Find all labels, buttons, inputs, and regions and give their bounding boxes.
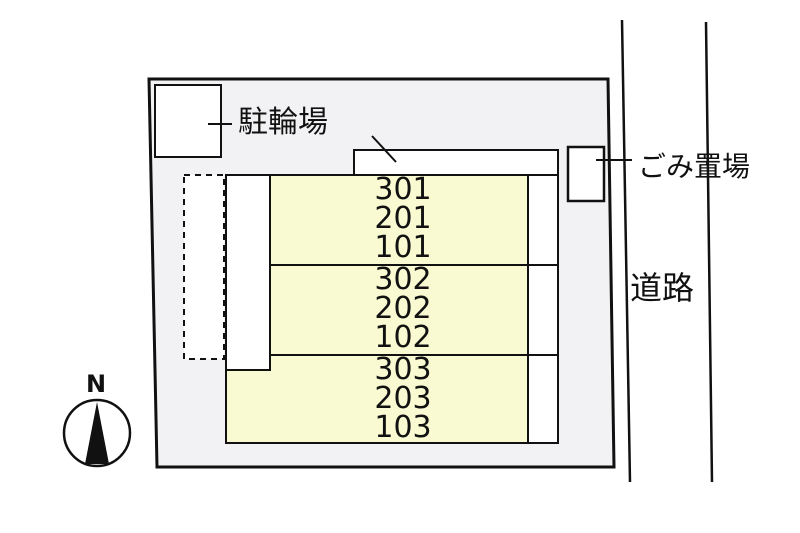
bicycle-parking-area (154, 84, 222, 158)
side-walkway (225, 174, 271, 371)
garbage-area-label: ごみ置場 (638, 150, 751, 183)
north-arrow-icon (85, 402, 109, 464)
building-units (225, 174, 529, 444)
unit-number: 101 (374, 230, 432, 265)
unit-number: 301 (374, 172, 432, 207)
bicycle-parking-label: 駐輪場 (238, 105, 328, 140)
unit-number: 303 (374, 352, 432, 387)
unit-number: 203 (374, 381, 432, 416)
unit-number: 102 (374, 320, 432, 355)
top-strip-leader (371, 135, 397, 163)
unit-number: 302 (374, 262, 432, 297)
top-strip (353, 149, 559, 176)
unit-number: 202 (374, 291, 432, 326)
dashed-area (183, 174, 225, 360)
road-line-right (704, 21, 714, 483)
right-walkway (527, 174, 559, 444)
road-label: 道路 (630, 269, 695, 307)
garbage-area (566, 145, 606, 203)
north-label: N (86, 370, 107, 398)
road-line-left (620, 19, 632, 483)
unit-number: 201 (374, 201, 432, 236)
unit-number: 103 (374, 410, 432, 445)
